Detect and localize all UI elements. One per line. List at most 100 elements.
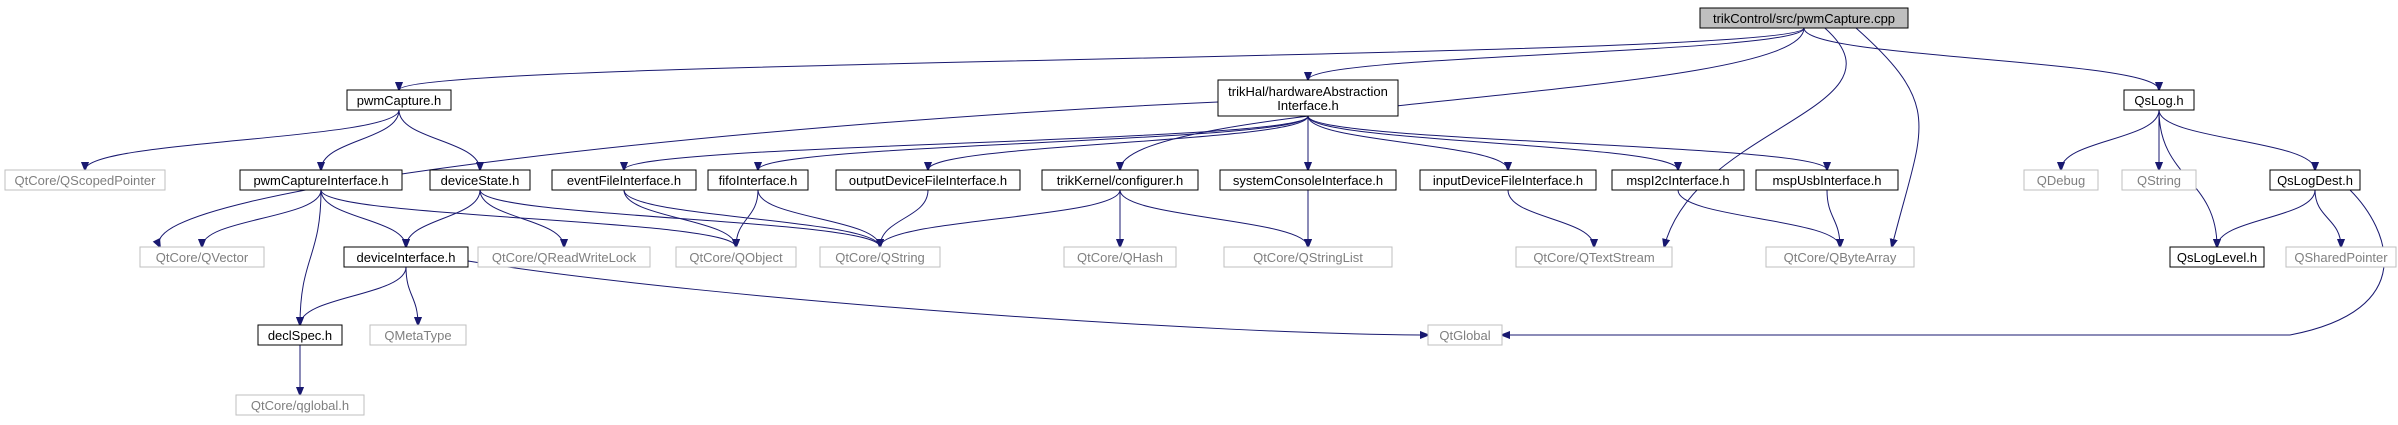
edge-deviceState_h-to-qreadwritelock <box>479 189 564 247</box>
edge-hal-to-fifoInterface_h <box>758 115 1309 170</box>
node-pwmcaptureinterface-h[interactable]: pwmCaptureInterface.h <box>239 169 403 191</box>
node-devicestate-h[interactable]: deviceState.h <box>429 169 531 191</box>
node-mspi2cinterface-h-label: mspI2cInterface.h <box>1626 173 1729 188</box>
node-qtextstream[interactable]: QtCore/QTextStream <box>1515 246 1673 268</box>
node-outputdevicefileinterface-h[interactable]: outputDeviceFileInterface.h <box>835 169 1021 191</box>
node-mspi2cinterface-h[interactable]: mspI2cInterface.h <box>1611 169 1745 191</box>
edge-configurer_h-to-qstringlist <box>1119 189 1308 247</box>
edge-pwmCapture_h-to-pwmCaptureInterface_h <box>321 109 400 170</box>
node-declspec-h[interactable]: declSpec.h <box>257 324 343 346</box>
node-pwmcapture-h-label: pwmCapture.h <box>357 93 442 108</box>
edge-qslog_h-to-qdebug <box>2061 109 2160 170</box>
edge-hal-to-eventFileInterface_h <box>624 115 1309 170</box>
edge-deviceInterface_h-to-declspec_h <box>300 266 407 325</box>
node-systemconsoleinterface-h-label: systemConsoleInterface.h <box>1233 173 1383 188</box>
edge-deviceInterface_h-to-qtglobal <box>467 260 1428 335</box>
edge-outputDeviceFileInterface_h-to-qstring <box>880 189 929 247</box>
node-eventfileinterface-h-label: eventFileInterface.h <box>567 173 681 188</box>
node-inputdevicefileinterface-h[interactable]: inputDeviceFileInterface.h <box>1419 169 1597 191</box>
node-root[interactable]: trikControl/src/pwmCapture.cpp <box>1699 7 1909 29</box>
node-configurer-h-label: trikKernel/configurer.h <box>1057 173 1183 188</box>
node-fifointerface-h[interactable]: fifoInterface.h <box>707 169 809 191</box>
node-qsharedpointer[interactable]: QSharedPointer <box>2285 246 2397 268</box>
node-qobject[interactable]: QtCore/QObject <box>675 246 797 268</box>
edge-eventFileInterface_h-to-qobject <box>623 189 736 247</box>
node-qmetatype-label: QMetaType <box>384 328 451 343</box>
node-qbytearray-label: QtCore/QByteArray <box>1784 250 1897 265</box>
node-qhash[interactable]: QtCore/QHash <box>1063 246 1177 268</box>
node-qstring-plain-label: QString <box>2137 173 2181 188</box>
node-qreadwritelock[interactable]: QtCore/QReadWriteLock <box>477 246 651 268</box>
node-qglobal-h-label: QtCore/qglobal.h <box>251 398 349 413</box>
edge-pwmCaptureInterface_h-to-qobject <box>320 189 736 247</box>
edge-qslogdest_h-to-qsloglevel_h <box>2217 189 2316 247</box>
edge-root-to-pwmCapture_h <box>399 27 1805 90</box>
node-qstringlist[interactable]: QtCore/QStringList <box>1223 246 1393 268</box>
node-qscopedpointer-label: QtCore/QScopedPointer <box>15 173 157 188</box>
node-qslogdest-h[interactable]: QsLogDest.h <box>2269 169 2361 191</box>
edge-qslogdest_h-to-qtglobal <box>1502 189 2385 335</box>
node-deviceinterface-h[interactable]: deviceInterface.h <box>343 246 469 268</box>
node-qbytearray[interactable]: QtCore/QByteArray <box>1765 246 1915 268</box>
node-pwmcapture-h[interactable]: pwmCapture.h <box>346 89 452 111</box>
edge-root-to-hal <box>1308 27 1805 80</box>
node-declspec-h-label: declSpec.h <box>268 328 332 343</box>
edge-hal-to-outputDeviceFileInterface_h <box>928 115 1309 170</box>
edge-mspUsbInterface_h-to-qbytearray <box>1826 189 1840 247</box>
node-qobject-label: QtCore/QObject <box>689 250 783 265</box>
node-qstring[interactable]: QtCore/QString <box>819 246 941 268</box>
node-qstring-label: QtCore/QString <box>835 250 925 265</box>
node-qmetatype[interactable]: QMetaType <box>369 324 467 346</box>
node-qslog-h-label: QsLog.h <box>2134 93 2183 108</box>
node-qsloglevel-h[interactable]: QsLogLevel.h <box>2169 246 2265 268</box>
node-qreadwritelock-label: QtCore/QReadWriteLock <box>492 250 637 265</box>
edge-inputDeviceFileInterface_h-to-qtextstream <box>1507 189 1594 247</box>
node-systemconsoleinterface-h[interactable]: systemConsoleInterface.h <box>1219 169 1397 191</box>
edge-pwmCapture_h-to-qscopedpointer <box>85 109 400 170</box>
node-qsloglevel-h-label: QsLogLevel.h <box>2177 250 2257 265</box>
node-mspusbinterface-h[interactable]: mspUsbInterface.h <box>1755 169 1899 191</box>
edge-root-to-qtextstream <box>1664 27 1847 247</box>
node-qstring-plain[interactable]: QString <box>2121 169 2197 191</box>
node-pwmcaptureinterface-h-label: pwmCaptureInterface.h <box>253 173 388 188</box>
node-outputdevicefileinterface-h-label: outputDeviceFileInterface.h <box>849 173 1007 188</box>
node-qdebug-label: QDebug <box>2037 173 2085 188</box>
edge-pwmCaptureInterface_h-to-declspec_h <box>300 189 322 325</box>
node-qtglobal-label: QtGlobal <box>1439 328 1490 343</box>
node-qstringlist-label: QtCore/QStringList <box>1253 250 1363 265</box>
node-qtextstream-label: QtCore/QTextStream <box>1533 250 1654 265</box>
node-hardware-abstraction-interface-h[interactable]: trikHal/hardwareAbstraction Interface.h <box>1217 79 1399 117</box>
node-configurer-h[interactable]: trikKernel/configurer.h <box>1041 169 1199 191</box>
node-hal-label-line1: trikHal/hardwareAbstraction <box>1228 84 1388 99</box>
node-qvector[interactable]: QtCore/QVector <box>139 246 265 268</box>
node-qglobal-h[interactable]: QtCore/qglobal.h <box>235 394 365 416</box>
edge-deviceInterface_h-to-qmetatype <box>405 266 418 325</box>
edge-eventFileInterface_h-to-qstring <box>623 189 880 247</box>
edge-fifoInterface_h-to-qobject <box>736 189 759 247</box>
node-qhash-label: QtCore/QHash <box>1077 250 1163 265</box>
edge-hal-to-qvector <box>159 101 1219 247</box>
edge-fifoInterface_h-to-qstring <box>757 189 880 247</box>
node-qscopedpointer[interactable]: QtCore/QScopedPointer <box>4 169 166 191</box>
node-qdebug[interactable]: QDebug <box>2023 169 2099 191</box>
edge-hal-to-mspUsbInterface_h <box>1307 115 1827 170</box>
nodes-layer: trikControl/src/pwmCapture.cpp pwmCaptur… <box>4 7 2397 416</box>
edge-configurer_h-to-qstring <box>880 189 1121 247</box>
edge-deviceState_h-to-deviceInterface_h <box>406 189 481 247</box>
node-eventfileinterface-h[interactable]: eventFileInterface.h <box>551 169 697 191</box>
edge-root-to-qbytearray <box>1855 27 1920 247</box>
edge-hal-to-inputDeviceFileInterface_h <box>1307 115 1508 170</box>
node-qslog-h[interactable]: QsLog.h <box>2123 89 2195 111</box>
node-qtglobal[interactable]: QtGlobal <box>1427 324 1503 346</box>
edges-layer <box>85 27 2385 395</box>
edge-root-to-configurer_h <box>1120 27 1805 170</box>
edge-mspI2cInterface_h-to-qbytearray <box>1677 189 1840 247</box>
edge-root-to-qslog_h <box>1803 27 2159 90</box>
node-root-label: trikControl/src/pwmCapture.cpp <box>1713 11 1895 26</box>
node-inputdevicefileinterface-h-label: inputDeviceFileInterface.h <box>1433 173 1583 188</box>
node-qslogdest-h-label: QsLogDest.h <box>2277 173 2353 188</box>
edge-qslogdest_h-to-qsharedpointer <box>2314 189 2341 247</box>
edge-hal-to-mspI2cInterface_h <box>1307 115 1678 170</box>
node-devicestate-h-label: deviceState.h <box>441 173 520 188</box>
